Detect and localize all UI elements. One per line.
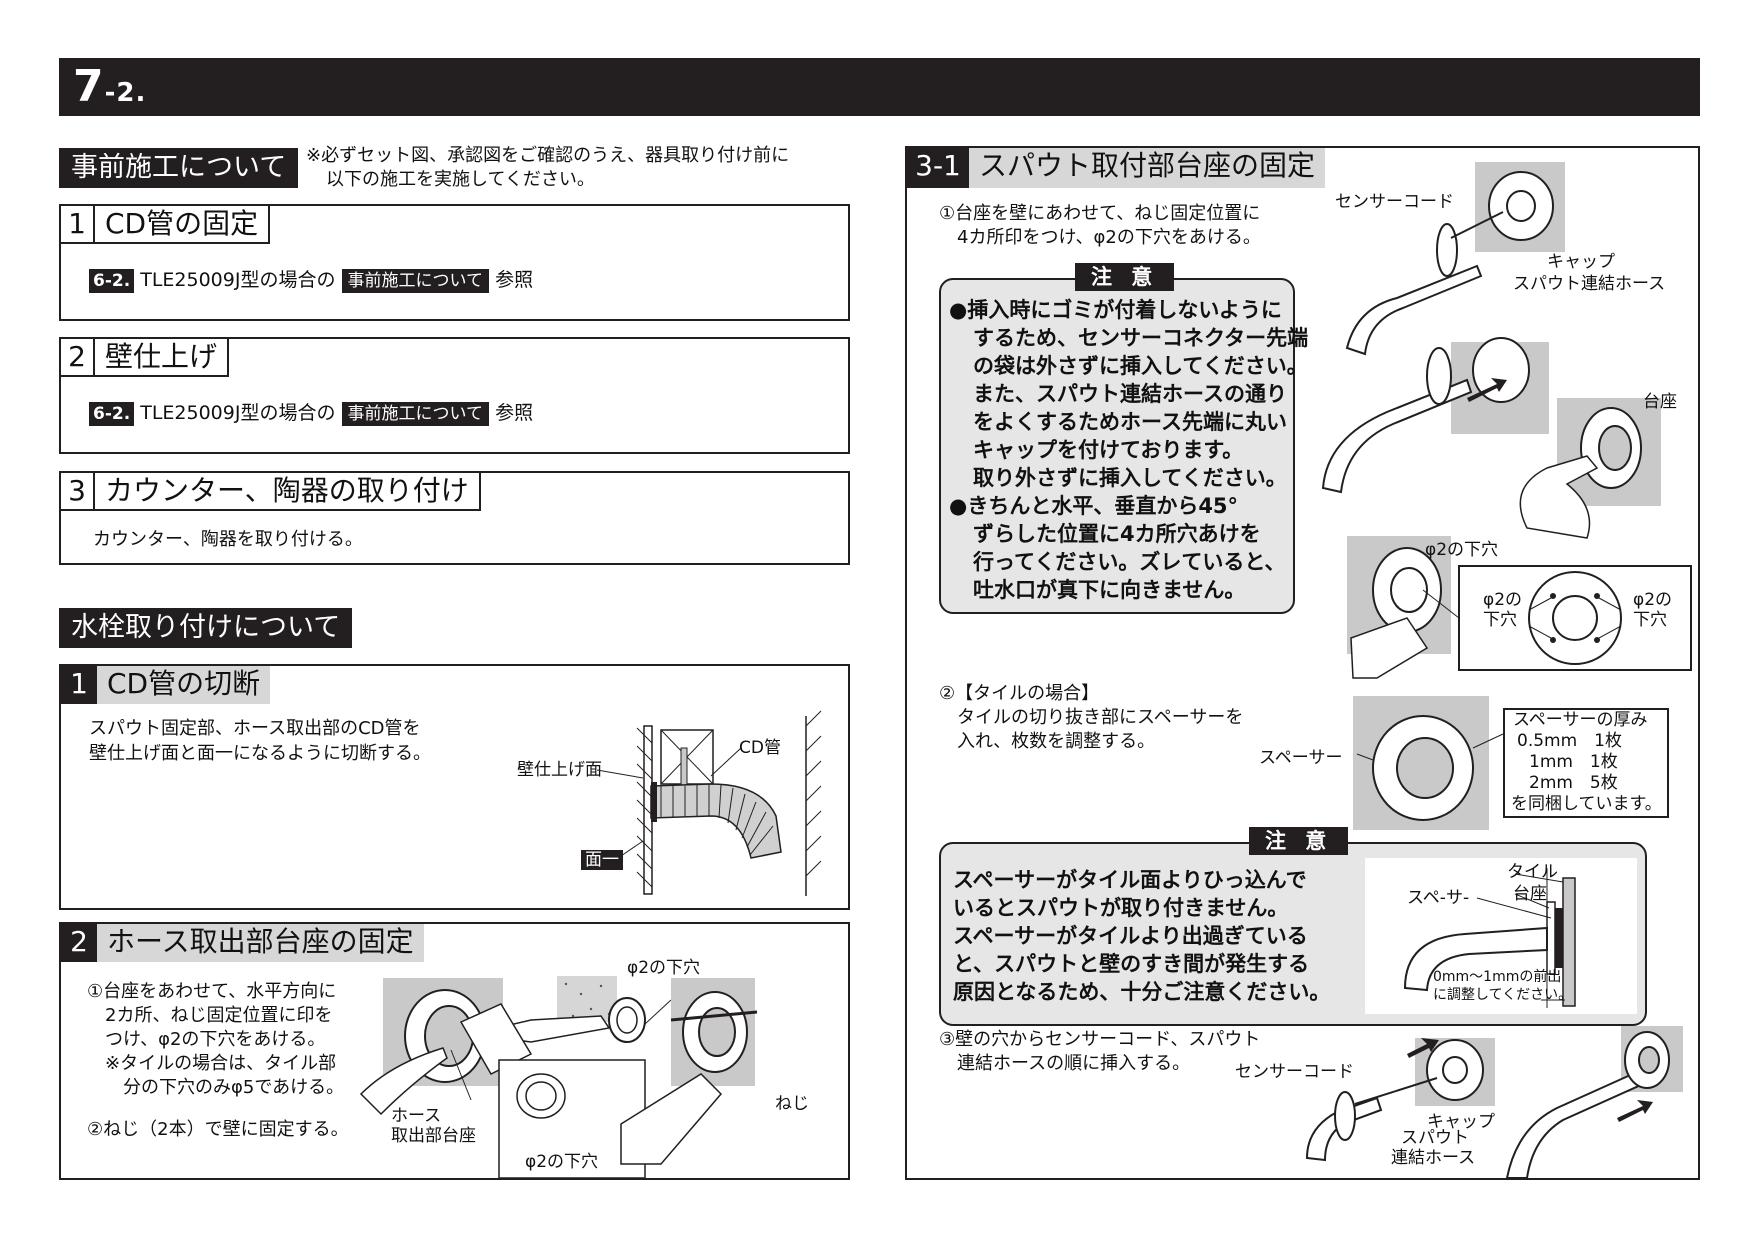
cap-label: キャップ: [1547, 252, 1615, 272]
reference-line: 6-2. TLE25009J型の場合の 事前施工について 参照: [89, 401, 533, 426]
spout-hose-label: スパウト連結ホース: [1513, 274, 1666, 294]
step-title: カウンター、陶器の取り付け: [95, 473, 481, 511]
prep-box-counter-install: 3 カウンター、陶器の取り付け カウンター、陶器を取り付ける。: [59, 471, 850, 565]
sensor-cord-label: センサーコード: [1335, 192, 1454, 212]
spout-hose-label: スパウト 連結ホース: [1391, 1128, 1476, 1168]
page-header-bar: 7-2.: [59, 58, 1700, 116]
caution-text: スペーサーがタイル面よりひっ込んで いるとスパウトが取り付きません。 スペーサー…: [953, 868, 1331, 1004]
step-title: スパウト取付部台座の固定: [969, 148, 1326, 188]
step-spout-base-fix: 3-1 スパウト取付部台座の固定 ①台座を壁にあわせて、ねじ固定位置に 4カ所印…: [905, 146, 1700, 1180]
insert-illustration: [1305, 1031, 1670, 1179]
step-title: ホース取出部台座の固定: [97, 924, 424, 962]
spacer-adjust-figure: タイル 台座 スペ-サ- 0mm〜1mmの前出 に調整してください。: [1365, 858, 1637, 1014]
screw-label: ねじ: [775, 1094, 809, 1114]
step-number: 1: [61, 666, 97, 704]
pilot-hole-right-label: φ2の 下穴: [1633, 590, 1673, 630]
spacer-label: スペーサー: [1259, 748, 1343, 768]
pilot-hole-left-label: φ2の 下穴: [1483, 590, 1523, 630]
step-body: ①台座をあわせて、水平方向に 2カ所、ねじ固定位置に印を つけ、φ2の下穴をあけ…: [87, 981, 349, 1140]
step-cd-pipe-cut: 1 CD管の切断 スパウト固定部、ホース取出部のCD管を 壁仕上げ面と面一になる…: [59, 664, 850, 910]
caution-box-insertion: 注 意 ●挿入時にゴミが付着しないように するため、センサーコネクター先端 の袋…: [939, 263, 1308, 614]
pilot-hole-label-bottom: φ2の下穴: [525, 1152, 599, 1172]
sensor-cord-label: センサーコード: [1235, 1062, 1354, 1082]
adjust-note: 0mm〜1mmの前出 に調整してください。: [1433, 969, 1573, 1003]
hose-base-label: ホース 取出部台座: [391, 1106, 476, 1146]
caution-box-spacer: 注 意 スペーサーがタイル面よりひっ込んで いるとスパウトが取り付きません。 ス…: [939, 827, 1647, 1026]
caution-tag: 注 意: [1249, 827, 1349, 855]
step-body: スパウト固定部、ホース取出部のCD管を 壁仕上げ面と面一になるように切断する。: [89, 718, 431, 764]
step-number: 1: [61, 206, 95, 244]
step-number: 2: [61, 339, 95, 377]
step-hose-base-fix: 2 ホース取出部台座の固定 ①台座をあわせて、水平方向に 2カ所、ねじ固定位置に…: [59, 922, 850, 1180]
step-body-2: ②【タイルの場合】 タイルの切り抜き部にスペーサーを 入れ、枚数を調整する。: [939, 683, 1244, 752]
cd-pipe-label: CD管: [739, 738, 781, 758]
prep-section-tab: 事前施工について: [59, 148, 299, 188]
base-label: 台座: [1643, 392, 1677, 412]
step-title: CD管の切断: [97, 666, 271, 704]
spout-assembly-illustration: [1321, 171, 1692, 679]
cap-label: キャップ: [1427, 1112, 1495, 1132]
prep-note: ※必ずセット図、承認図をご確認のうえ、器具取り付け前に 以下の施工を実施してくだ…: [306, 145, 790, 190]
step-number: 2: [61, 924, 97, 962]
pilot-hole-label: φ2の下穴: [1425, 540, 1499, 560]
step-body-1: ①台座を壁にあわせて、ねじ固定位置に 4カ所印をつけ、φ2の下穴をあける。: [939, 203, 1261, 248]
flush-label: 面一: [581, 850, 623, 870]
cd-pipe-illustration: [596, 710, 822, 896]
spacer-illustration: [1356, 715, 1504, 821]
step-body-3: ③壁の穴からセンサーコード、スパウト 連結ホースの順に挿入する。: [939, 1029, 1261, 1074]
step-title: 壁仕上げ: [95, 339, 230, 377]
tile-label: タイル: [1507, 862, 1558, 882]
spacer-thickness-box: スペーサーの厚み 0.5mm 1枚 1mm 1枚 2mm 5枚 を同梱しています…: [1503, 708, 1669, 818]
spacer-label: スペ-サ-: [1407, 888, 1470, 908]
base-label: 台座: [1513, 884, 1547, 904]
pilot-hole-label-top: φ2の下穴: [627, 958, 701, 978]
step-body: カウンター、陶器を取り付ける。: [93, 529, 363, 550]
faucet-section-tab: 水栓取り付けについて: [59, 608, 353, 648]
hose-base-illustration: [359, 976, 758, 1179]
prep-box-wall-finish: 2 壁仕上げ 6-2. TLE25009J型の場合の 事前施工について 参照: [59, 337, 850, 454]
step-title: CD管の固定: [95, 206, 271, 244]
reference-line: 6-2. TLE25009J型の場合の 事前施工について 参照: [89, 268, 533, 293]
step-number: 3: [61, 473, 95, 511]
prep-box-cd-pipe-fix: 1 CD管の固定 6-2. TLE25009J型の場合の 事前施工について 参照: [59, 204, 850, 321]
wall-finish-label: 壁仕上げ面: [517, 760, 602, 780]
page-title: 7-2.: [73, 61, 147, 112]
step-number: 3-1: [907, 148, 969, 188]
caution-text: ●挿入時にゴミが付着しないように するため、センサーコネクター先端 の袋は外さず…: [949, 298, 1309, 602]
caution-tag: 注 意: [1075, 263, 1175, 291]
